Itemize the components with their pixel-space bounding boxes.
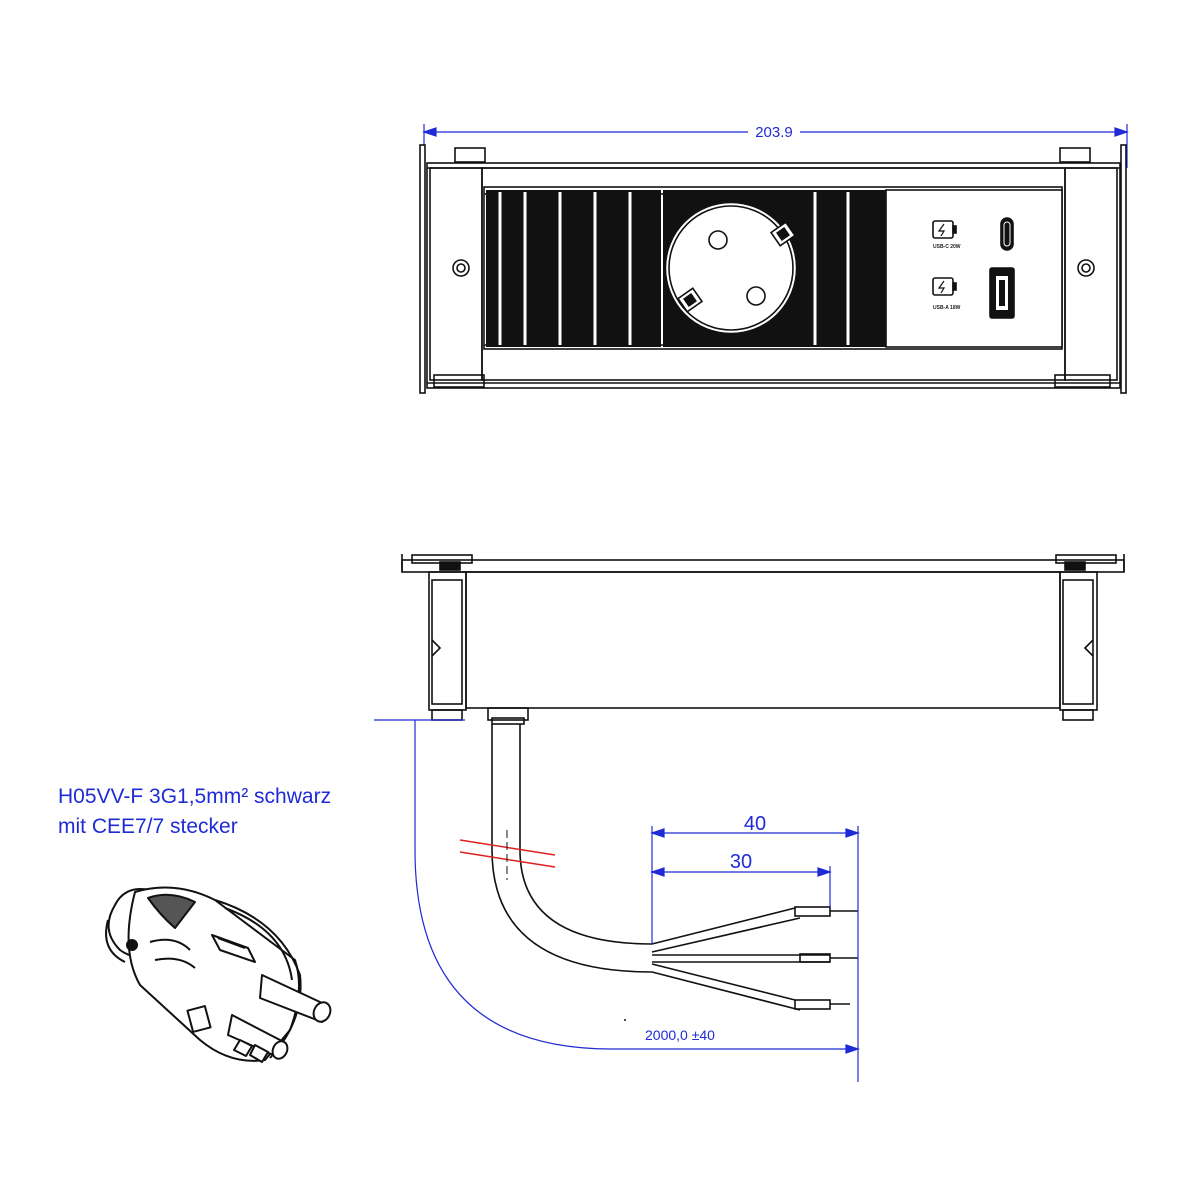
strip-length-40-label: 40: [744, 813, 766, 835]
strip-dimensions: [650, 826, 860, 1082]
front-view: 203.9: [419, 122, 1129, 394]
socket-pin-hole-icon: [746, 286, 766, 306]
cable-spec-line1: H05VV-F 3G1,5mm² schwarz: [58, 785, 331, 808]
width-dimension-label: 203.9: [755, 124, 793, 141]
usb-c-port-icon: [1000, 217, 1014, 251]
cable-spec-line2: mit CEE7/7 stecker: [58, 815, 238, 838]
cable: [491, 724, 858, 1011]
cable-length-dimension: [374, 719, 860, 1054]
screw-right-icon: [1077, 259, 1095, 277]
cee7-plug-icon: [105, 886, 332, 1063]
screw-left-icon: [452, 259, 470, 277]
socket-pin-hole-icon: [708, 230, 728, 250]
usb-a-label: USB-A 18W: [933, 305, 961, 311]
strip-length-30-label: 30: [730, 851, 752, 873]
usb-c-label: USB-C 20W: [933, 244, 961, 250]
cable-length-label: 2000,0 ±40: [645, 1027, 715, 1043]
schuko-socket: [663, 190, 800, 347]
side-view: [401, 554, 1125, 725]
usb-module: USB-C 20W USB-A 18W: [932, 217, 1015, 319]
